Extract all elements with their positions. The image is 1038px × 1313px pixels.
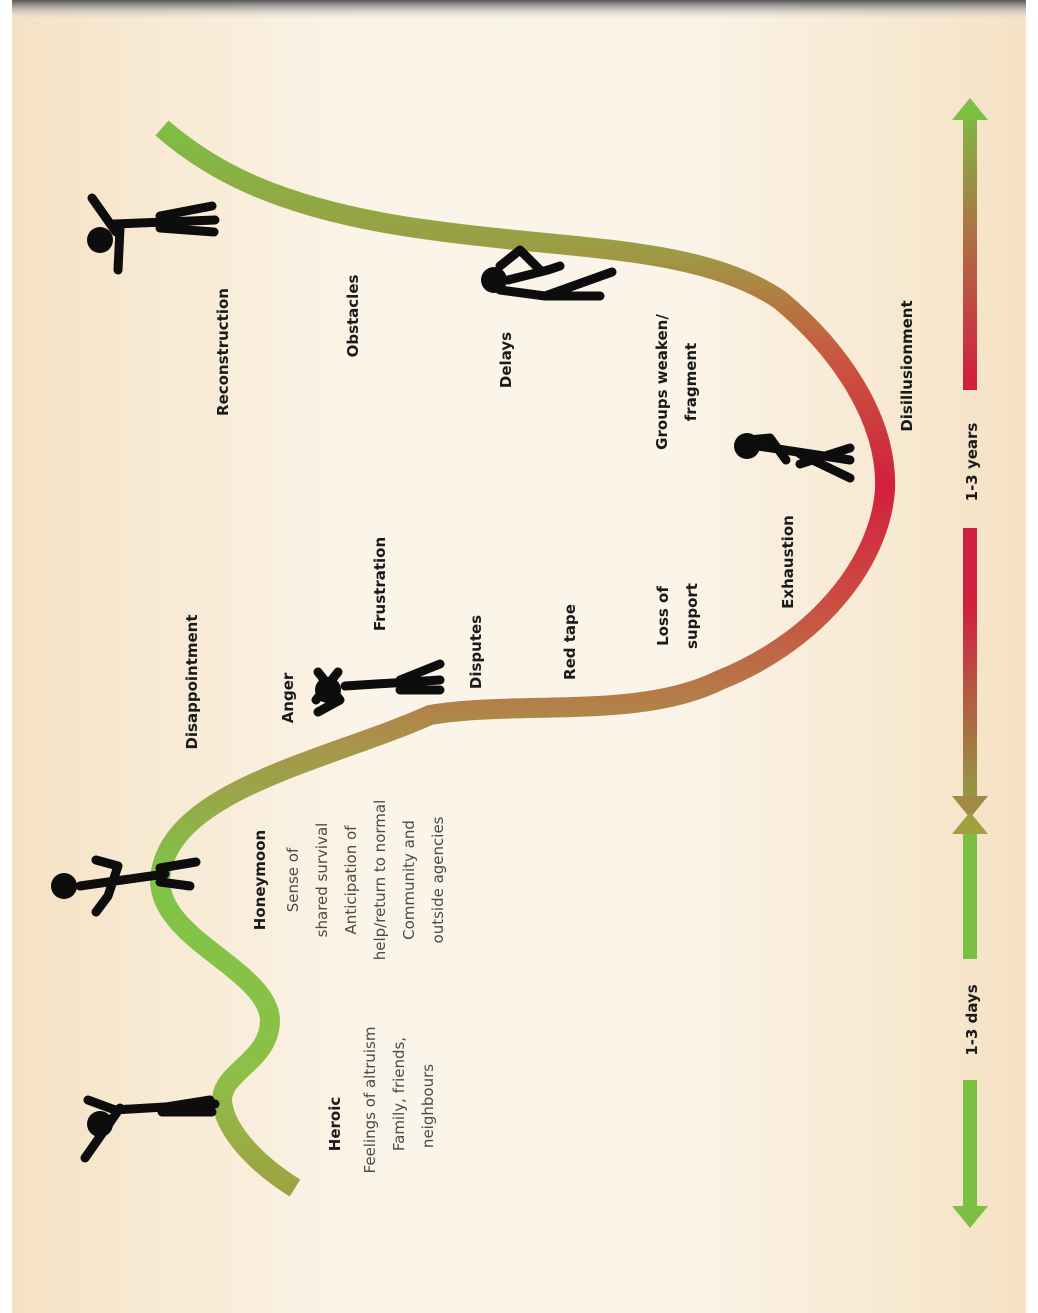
figure-arms-crossed-icon <box>311 659 445 717</box>
right-margin <box>1026 0 1038 1313</box>
heroic-line-3: neighbours <box>419 1064 437 1148</box>
honeymoon-line-1: Sense of <box>284 847 302 912</box>
disappointment-label: Disappointment <box>183 614 201 749</box>
axis-arrow-middle-up-icon <box>952 812 988 834</box>
red-tape-label: Red tape <box>561 604 579 680</box>
figure-arms-raised-icon <box>87 193 220 275</box>
honeymoon-line-6: outside agencies <box>429 816 447 943</box>
groups-weaken-line-2: fragment <box>682 343 700 421</box>
exhaustion-label: Exhaustion <box>779 515 797 609</box>
frustration-label: Frustration <box>371 537 389 631</box>
honeymoon-stage: Honeymoon Sense of shared survival Antic… <box>251 800 447 961</box>
axis-arrow-top-icon <box>952 98 988 120</box>
loss-of-support-line-1: Loss of <box>654 586 672 646</box>
anger-label: Anger <box>279 672 297 723</box>
honeymoon-line-2: shared survival <box>313 823 331 938</box>
honeymoon-line-5: Community and <box>400 820 418 940</box>
obstacles-label: Obstacles <box>344 275 362 358</box>
groups-weaken-line-1: Groups weaken/ <box>653 314 671 450</box>
figure-bent-over-icon <box>481 245 617 301</box>
figure-hands-on-hips-icon <box>51 855 201 917</box>
heroic-title: Heroic <box>326 1097 344 1151</box>
heroic-stage: Heroic Feelings of altruism Family, frie… <box>326 1027 437 1174</box>
axis-segment-days <box>963 834 977 959</box>
delays-label: Delays <box>497 332 515 388</box>
axis-segment-middle <box>963 528 977 803</box>
disillusionment-label: Disillusionment <box>898 300 916 431</box>
heroic-line-1: Feelings of altruism <box>361 1027 379 1174</box>
reconstruction-label: Reconstruction <box>214 288 232 416</box>
figure-head-in-hands-icon <box>734 433 855 483</box>
honeymoon-line-3: Anticipation of <box>342 825 360 935</box>
phase-curve <box>149 120 896 1197</box>
left-margin <box>0 0 12 1313</box>
axis-arrow-middle-down-icon <box>952 796 988 818</box>
top-shadow <box>0 0 1038 22</box>
axis-arrow-bottom-icon <box>952 1206 988 1228</box>
loss-of-support-line-2: support <box>683 583 701 649</box>
axis-segment-bottom <box>963 1080 977 1212</box>
disputes-label: Disputes <box>467 615 485 689</box>
timeline-axis: 1-3 days 1-3 years <box>952 98 988 1228</box>
heroic-line-2: Family, friends, <box>390 1037 408 1151</box>
timeline-days-label: 1-3 days <box>963 984 981 1055</box>
honeymoon-line-4: help/return to normal <box>371 800 389 961</box>
honeymoon-title: Honeymoon <box>251 830 269 930</box>
timeline-years-label: 1-3 years <box>963 423 981 502</box>
figure-arms-up-icon <box>80 1095 220 1163</box>
axis-segment-top <box>963 118 977 390</box>
